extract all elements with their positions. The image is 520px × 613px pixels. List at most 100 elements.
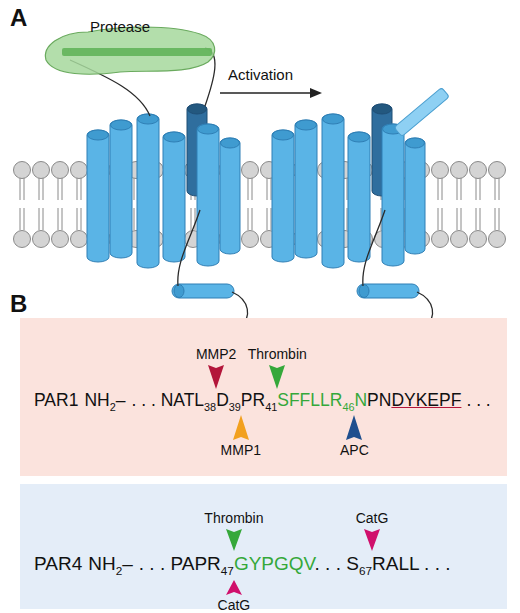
protease-name: Thrombin xyxy=(248,346,307,362)
lipid-tail xyxy=(43,178,44,200)
residue-number: 46 xyxy=(342,401,354,413)
helix-cylinder xyxy=(163,132,185,262)
c-terminus-loop xyxy=(178,210,200,286)
helix-top xyxy=(111,120,132,130)
residue-segment: D xyxy=(216,390,229,410)
lipid-tail xyxy=(480,208,481,230)
cleavage-arrowhead xyxy=(208,365,224,389)
helix-cylinder xyxy=(295,120,317,258)
lipid-tail xyxy=(58,208,59,230)
intracellular-helix xyxy=(357,284,419,298)
lipid-head xyxy=(242,162,259,179)
helix-cylinder xyxy=(382,124,404,266)
lipid-tail xyxy=(20,178,21,200)
lipid-head xyxy=(432,231,449,248)
residue-segment: GYPGQV xyxy=(234,553,315,574)
sequence-row: PAR4NH2–. . . PAPR47GYPGQV. . . S67RALL … xyxy=(34,552,451,579)
lipid-head xyxy=(451,231,468,248)
helix-top xyxy=(296,120,317,130)
residue-segment: RALL . . . xyxy=(372,553,451,574)
helix-cylinder xyxy=(137,114,159,268)
cleavage-arrowhead-shape xyxy=(346,415,362,440)
lipid-tail xyxy=(457,208,458,230)
lipid-tail xyxy=(499,208,500,230)
lipid-tail xyxy=(248,178,249,200)
cleavage-arrowhead xyxy=(226,580,242,595)
lipid-tail xyxy=(457,178,458,200)
c-terminus-loop xyxy=(363,210,385,286)
lipid-tail xyxy=(81,208,82,230)
helix-top xyxy=(349,132,370,142)
lipid-tail xyxy=(81,178,82,200)
lipid-head xyxy=(52,162,69,179)
lipid-tail xyxy=(347,178,348,200)
residue-segment: . . . xyxy=(466,390,490,410)
lipid-tail xyxy=(442,178,443,200)
cleavage-arrowhead xyxy=(226,529,242,551)
residue-segment: PR xyxy=(241,390,265,410)
lipid-tail xyxy=(77,178,78,200)
lipid-head xyxy=(71,162,88,179)
lipid-head xyxy=(71,231,88,248)
lipid-tail xyxy=(62,178,63,200)
helix-top xyxy=(138,114,159,124)
lipid-tail xyxy=(191,208,192,230)
lipid-tail xyxy=(271,208,272,230)
protease-name: MMP2 xyxy=(196,346,236,362)
cleavage-arrowhead-shape xyxy=(226,580,242,595)
protease-name: APC xyxy=(340,442,369,458)
lipid-head xyxy=(14,231,31,248)
lipid-head xyxy=(451,162,468,179)
lipid-tail xyxy=(39,178,40,200)
lipid-tail xyxy=(461,178,462,200)
lipid-tail xyxy=(24,178,25,200)
cleavage-arrowhead-shape xyxy=(226,529,242,551)
helix-top xyxy=(188,104,207,114)
panel-letter: B xyxy=(10,290,27,318)
lipid-tail xyxy=(20,208,21,230)
lipid-tail xyxy=(252,178,253,200)
lipid-head xyxy=(52,231,69,248)
residue-segment: DYKEPF xyxy=(391,390,461,410)
helix-cylinder xyxy=(87,130,109,262)
residue-segment: NH xyxy=(88,553,115,574)
lipid-tail xyxy=(267,178,268,200)
helix-cylinder xyxy=(272,130,294,262)
cleavage-arrowhead-shape xyxy=(208,365,224,389)
lipid-tail xyxy=(195,208,196,230)
lipid-head xyxy=(33,231,50,248)
cleavage-arrowhead xyxy=(346,415,362,440)
helix-cylinder xyxy=(348,132,370,262)
activation-label: Activation xyxy=(228,66,293,83)
lipid-tail xyxy=(43,208,44,230)
helix-top xyxy=(164,132,185,142)
tethered-ligand xyxy=(394,88,449,137)
lipid-tail xyxy=(480,178,481,200)
residue-segment: – xyxy=(122,553,133,574)
protease-name: MMP1 xyxy=(221,442,261,458)
residue-segment: NH xyxy=(84,390,109,410)
lipid-tail xyxy=(442,208,443,230)
residue-segment: . . . S xyxy=(315,553,359,574)
protease-label: Protease xyxy=(90,18,150,35)
helix-top xyxy=(273,130,294,140)
panel-letter: A xyxy=(10,4,27,32)
helix-cylinder xyxy=(220,138,240,254)
protease-name: CatG xyxy=(356,510,389,526)
activation-arrowhead xyxy=(310,88,322,98)
residue-number: 39 xyxy=(229,401,241,413)
residue-number: 67 xyxy=(359,564,372,577)
helix-top xyxy=(323,114,344,124)
cleavage-arrowhead-shape xyxy=(364,529,380,551)
intracellular-helix xyxy=(172,284,234,298)
helix-top xyxy=(221,138,240,148)
lipid-tail xyxy=(58,178,59,200)
cleavage-arrowhead xyxy=(364,529,380,551)
residue-segment: – xyxy=(116,390,126,410)
lipid-tail xyxy=(134,208,135,230)
lipid-tail xyxy=(77,208,78,230)
lipid-tail xyxy=(62,208,63,230)
helix-cylinder xyxy=(110,120,132,258)
lipid-tail xyxy=(476,178,477,200)
protease-shape: Protease xyxy=(40,20,220,78)
